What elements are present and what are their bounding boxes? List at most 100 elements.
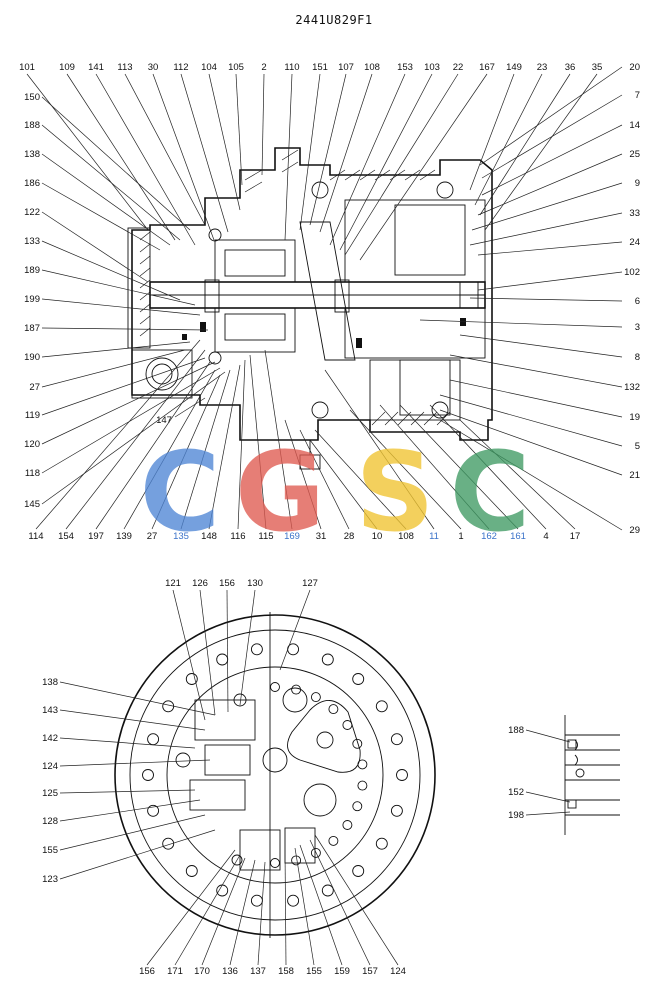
- watermark-letter: C: [140, 428, 221, 556]
- leader-line: [152, 73, 215, 241]
- detail-view-drawing: [564, 715, 620, 835]
- section-bottom-label: 161: [510, 531, 526, 542]
- section-top-label: 153: [397, 62, 413, 73]
- leader-line: [41, 361, 216, 445]
- bolt-hole: [396, 769, 408, 781]
- leader-line: [124, 73, 206, 226]
- end-view-left-label: 128: [42, 816, 58, 827]
- leader-line: [419, 319, 623, 328]
- bolt-hole: [162, 837, 175, 850]
- leader-line: [284, 419, 322, 530]
- section-bottom-label: 17: [570, 531, 581, 542]
- leader-line: [95, 73, 196, 246]
- detail-view-label: 198: [508, 810, 524, 821]
- section-view-drawing: [127, 147, 493, 470]
- section-right-label: 7: [635, 90, 640, 101]
- ring-hole: [352, 738, 363, 749]
- watermark-letter: C: [450, 428, 531, 556]
- leader-line: [309, 839, 371, 966]
- section-bottom-label: 197: [88, 531, 104, 542]
- leader-line: [59, 799, 201, 822]
- leader-line: [151, 374, 221, 530]
- leader-line: [525, 729, 571, 743]
- section-bottom-label: 31: [316, 531, 327, 542]
- bolt-hole: [390, 804, 403, 817]
- leader-line: [314, 429, 407, 530]
- end-view-bottom-label: 158: [278, 966, 294, 977]
- leader-line: [59, 829, 216, 880]
- leader-line: [229, 859, 256, 966]
- section-bottom-label: 162: [481, 531, 497, 542]
- bolt-hole: [287, 894, 300, 907]
- leader-line: [349, 409, 462, 530]
- leader-line: [257, 861, 266, 966]
- section-right-label: 8: [635, 352, 640, 363]
- section-top-label: 113: [117, 62, 132, 73]
- section-right-label: 9: [635, 178, 640, 189]
- diagram-title: 2441U829F1: [295, 13, 372, 27]
- leader-line: [525, 791, 571, 803]
- leader-line: [249, 354, 267, 530]
- leader-line: [201, 857, 246, 966]
- leader-line: [319, 73, 373, 233]
- leader-line: [459, 334, 623, 358]
- section-left-label: 188: [24, 120, 40, 131]
- ring-hole: [352, 801, 363, 812]
- ring-hole: [270, 682, 280, 692]
- leader-line: [174, 397, 206, 418]
- section-left-label: 190: [24, 352, 40, 363]
- leader-line: [172, 589, 206, 721]
- leader-line: [59, 789, 196, 794]
- leader-line: [174, 854, 241, 966]
- section-bottom-label: 1: [458, 531, 463, 542]
- leader-line: [481, 94, 623, 179]
- bolt-hole: [375, 837, 388, 850]
- section-right-label: 21: [629, 470, 640, 481]
- leader-line: [41, 153, 171, 246]
- section-right-label: 102: [624, 267, 640, 278]
- bolt-hole: [250, 643, 263, 656]
- ring-hole: [328, 704, 339, 715]
- section-right-label: 3: [635, 322, 640, 333]
- section-top-label: 103: [424, 62, 440, 73]
- section-left-label: 199: [24, 294, 40, 305]
- leader-line: [284, 73, 293, 241]
- section-top-label: 30: [148, 62, 159, 73]
- leader-line: [449, 354, 623, 388]
- section-top-label: 109: [59, 62, 75, 73]
- end-view-drawing: [114, 612, 436, 938]
- leader-line: [294, 847, 315, 966]
- end-view-bottom-label: 157: [362, 966, 378, 977]
- leader-line: [226, 589, 229, 713]
- leader-line: [41, 371, 226, 505]
- watermark-letter: G: [235, 428, 325, 556]
- leader-line: [41, 349, 186, 388]
- leader-line: [180, 73, 229, 233]
- section-bottom-label: 4: [543, 531, 548, 542]
- end-view-bottom-label: 170: [194, 966, 210, 977]
- end-view-left-label: 142: [42, 733, 58, 744]
- bolt-hole: [216, 653, 229, 666]
- detail-view-label: 152: [508, 787, 524, 798]
- end-view-left-label: 143: [42, 705, 58, 716]
- leader-line: [477, 153, 623, 216]
- section-right-label: 20: [629, 62, 640, 73]
- section-top-label: 151: [312, 62, 328, 73]
- bolt-hole: [321, 884, 334, 897]
- leader-line: [471, 182, 623, 231]
- leader-line: [41, 124, 181, 241]
- leader-line: [66, 73, 176, 241]
- section-right-label: 19: [629, 412, 640, 423]
- leader-line: [65, 349, 206, 530]
- section-bottom-label: 148: [201, 531, 217, 542]
- watermark-letter: S: [355, 428, 434, 556]
- leader-line: [237, 359, 246, 530]
- leader-line: [59, 814, 206, 851]
- section-top-label: 105: [228, 62, 244, 73]
- leader-line: [299, 429, 350, 530]
- leader-line: [261, 73, 265, 176]
- end-view-bottom-label: 159: [334, 966, 350, 977]
- section-top-label: 101: [19, 62, 35, 73]
- end-view-bottom-label: 156: [139, 966, 155, 977]
